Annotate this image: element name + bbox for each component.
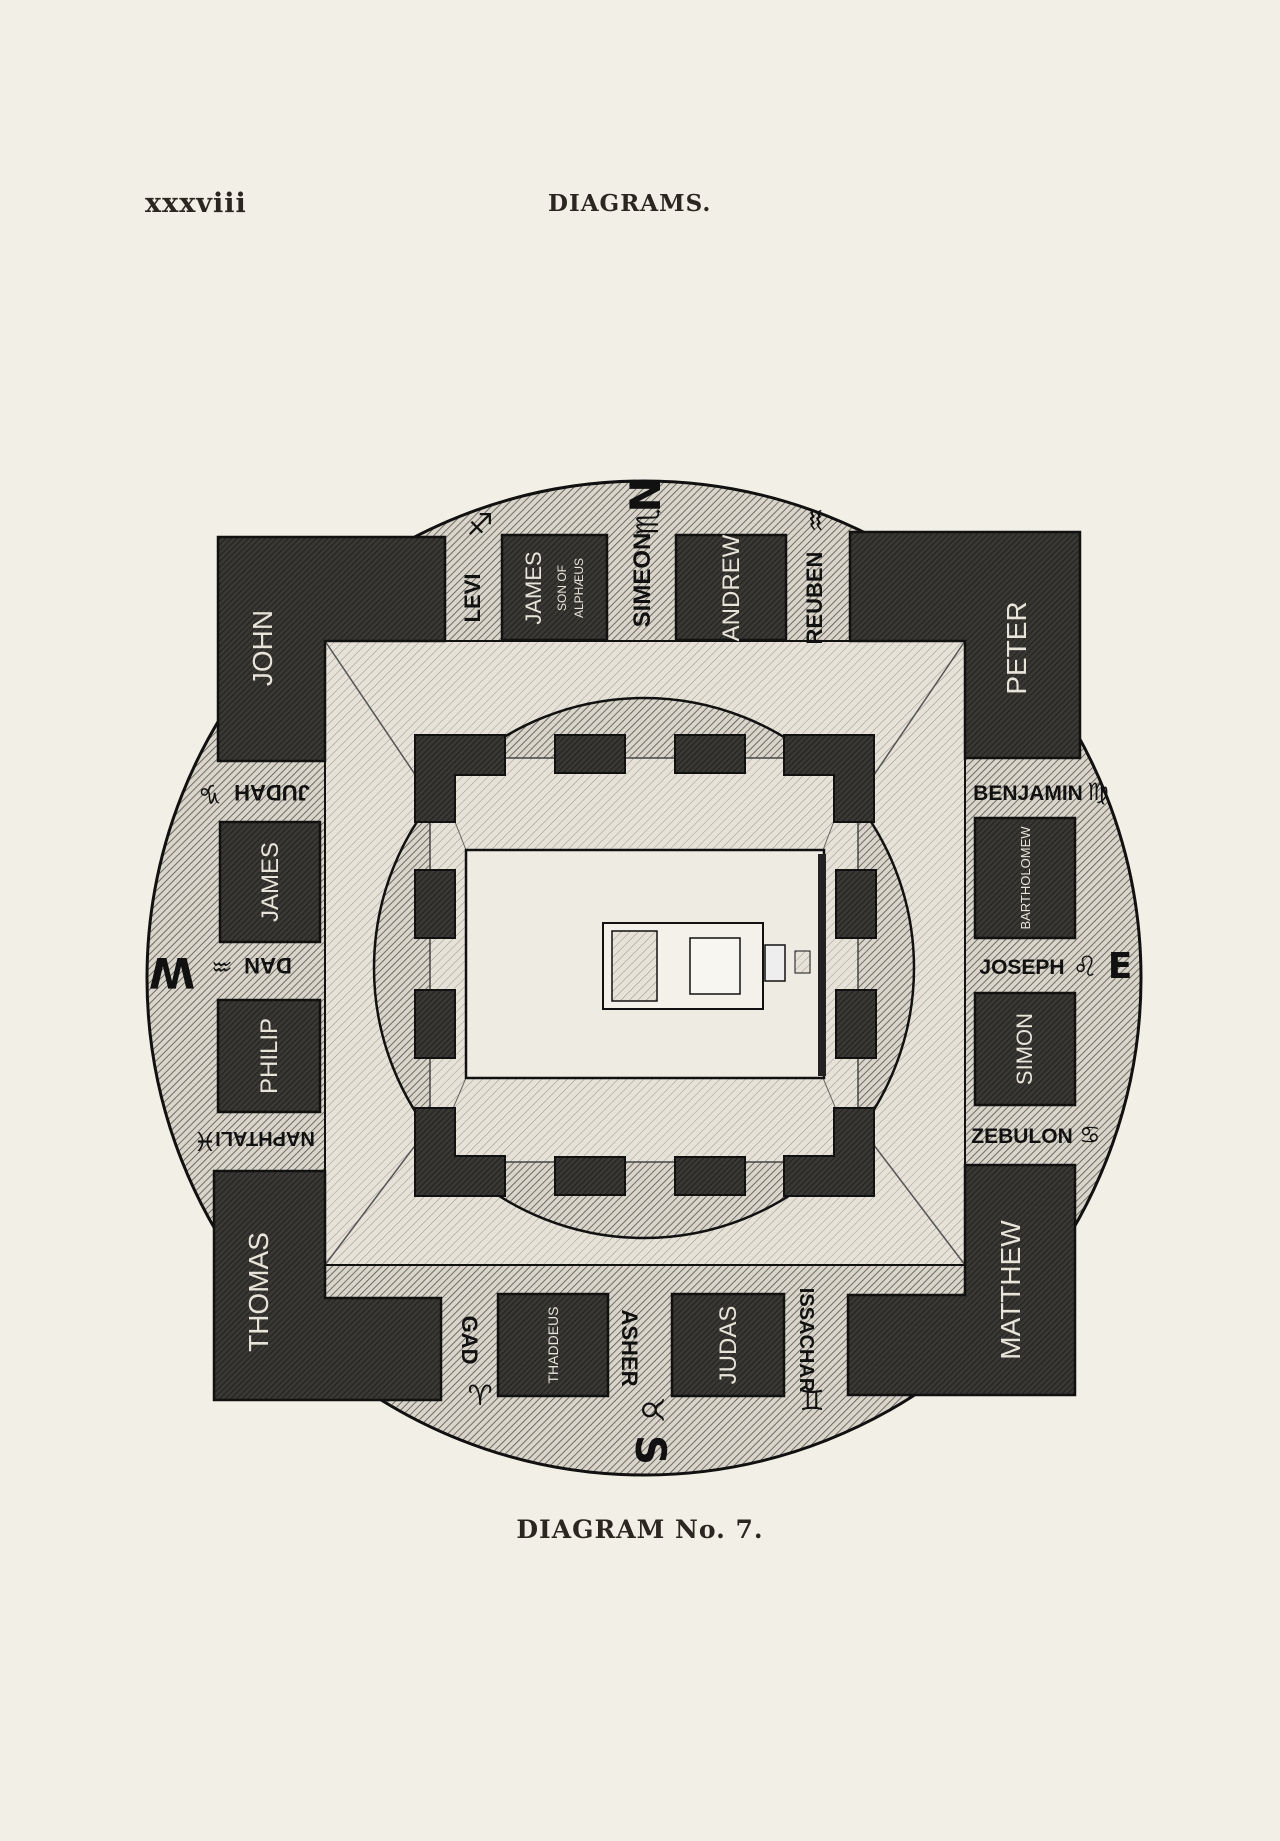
apostle-block-matthew <box>846 1163 1077 1397</box>
west-letter-icon: W <box>149 948 195 997</box>
holy-place <box>689 937 741 995</box>
tribe-label-simeon: SIMEON <box>629 533 656 628</box>
reuben-sign-icon: ♒ <box>800 507 833 532</box>
apostle-block-james-alphaeus <box>500 533 609 642</box>
levi-sign-icon: ♐ <box>467 508 494 543</box>
apostle-label-judas: JUDAS <box>715 1306 742 1385</box>
apostle-label-thomas: THOMAS <box>243 1232 274 1352</box>
dan-sign-icon: ♒ <box>211 952 233 980</box>
tribe-label-joseph: JOSEPH <box>979 956 1064 979</box>
tribe-label-gad: GAD <box>457 1316 482 1365</box>
temple-porch <box>818 854 826 1076</box>
asher-sign-icon: ♉ <box>634 1397 669 1424</box>
naphtali-sign-icon: ♓ <box>193 1125 216 1155</box>
apostle-label-peter: PETER <box>1001 601 1032 694</box>
apostle-label-james-alphaeus-sub2: ALPHÆUS <box>572 558 586 618</box>
apostle-block-thomas <box>212 1169 443 1402</box>
zebulon-sign-icon: ♋ <box>1079 1121 1101 1149</box>
tribe-label-dan: DAN <box>244 953 292 978</box>
tribe-label-benjamin: BENJAMIN <box>973 782 1083 805</box>
diagram-caption: DIAGRAM No. 7. <box>516 1515 764 1544</box>
page-header: xxxviii DIAGRAMS. <box>0 188 1280 228</box>
page-number: xxxviii <box>145 188 247 219</box>
tribe-label-judah: JUDAH <box>234 780 310 805</box>
apostle-label-thaddeus: THADDEUS <box>545 1306 561 1383</box>
apostle-block-bartholomew <box>973 816 1077 940</box>
tribe-label-zebulon: ZEBULON <box>971 1125 1073 1148</box>
apostle-block-judas <box>670 1292 786 1398</box>
apostle-label-james-alphaeus-sub1: SON OF <box>555 565 569 611</box>
inner-chambers <box>414 734 877 1197</box>
apostle-label-philip: PHILIP <box>256 1018 283 1094</box>
south-letter-icon: S <box>626 1435 675 1465</box>
apostle-label-matthew: MATTHEW <box>995 1220 1026 1360</box>
tribe-label-levi: LEVI <box>460 574 485 623</box>
apostle-block-thaddeus <box>496 1292 610 1398</box>
apostle-label-james-alphaeus: JAMES <box>521 551 546 624</box>
tribe-label-asher: ASHER <box>617 1309 642 1386</box>
benjamin-sign-icon: ♍ <box>1087 778 1109 806</box>
tribe-label-issachar: ISSACHAR <box>795 1288 817 1393</box>
apostle-block-james <box>218 820 322 944</box>
apostle-label-simon: SIMON <box>1012 1013 1037 1085</box>
apostle-block-andrew <box>674 533 788 642</box>
apostle-block-simon <box>973 991 1077 1107</box>
holy-of-holies <box>611 930 658 1002</box>
altar <box>764 944 786 982</box>
apostle-block-philip <box>216 998 322 1114</box>
apostle-block-peter <box>848 530 1082 760</box>
tribe-label-naphtali: NAPHTALI <box>215 1127 315 1149</box>
gad-sign-icon: ♈ <box>467 1379 492 1412</box>
apostle-label-john: JOHN <box>247 610 278 686</box>
issachar-sign-icon: ♊ <box>799 1384 824 1417</box>
simeon-sign-icon: ♏ <box>631 509 666 536</box>
tribe-label-reuben: REUBEN <box>802 552 827 645</box>
laver <box>794 950 811 974</box>
apostle-label-andrew: ANDREW <box>718 534 745 641</box>
apostle-block-john <box>216 535 447 763</box>
header-title: DIAGRAMS. <box>548 190 712 217</box>
east-letter-icon: E <box>1108 946 1133 987</box>
apostle-label-bartholomew: BARTHOLOMEW <box>1018 826 1033 930</box>
apostle-label-james: JAMES <box>257 842 284 922</box>
judah-sign-icon: ♑ <box>198 778 221 808</box>
north-letter-icon: N <box>621 477 670 512</box>
joseph-sign-icon: ♌ <box>1072 950 1097 983</box>
